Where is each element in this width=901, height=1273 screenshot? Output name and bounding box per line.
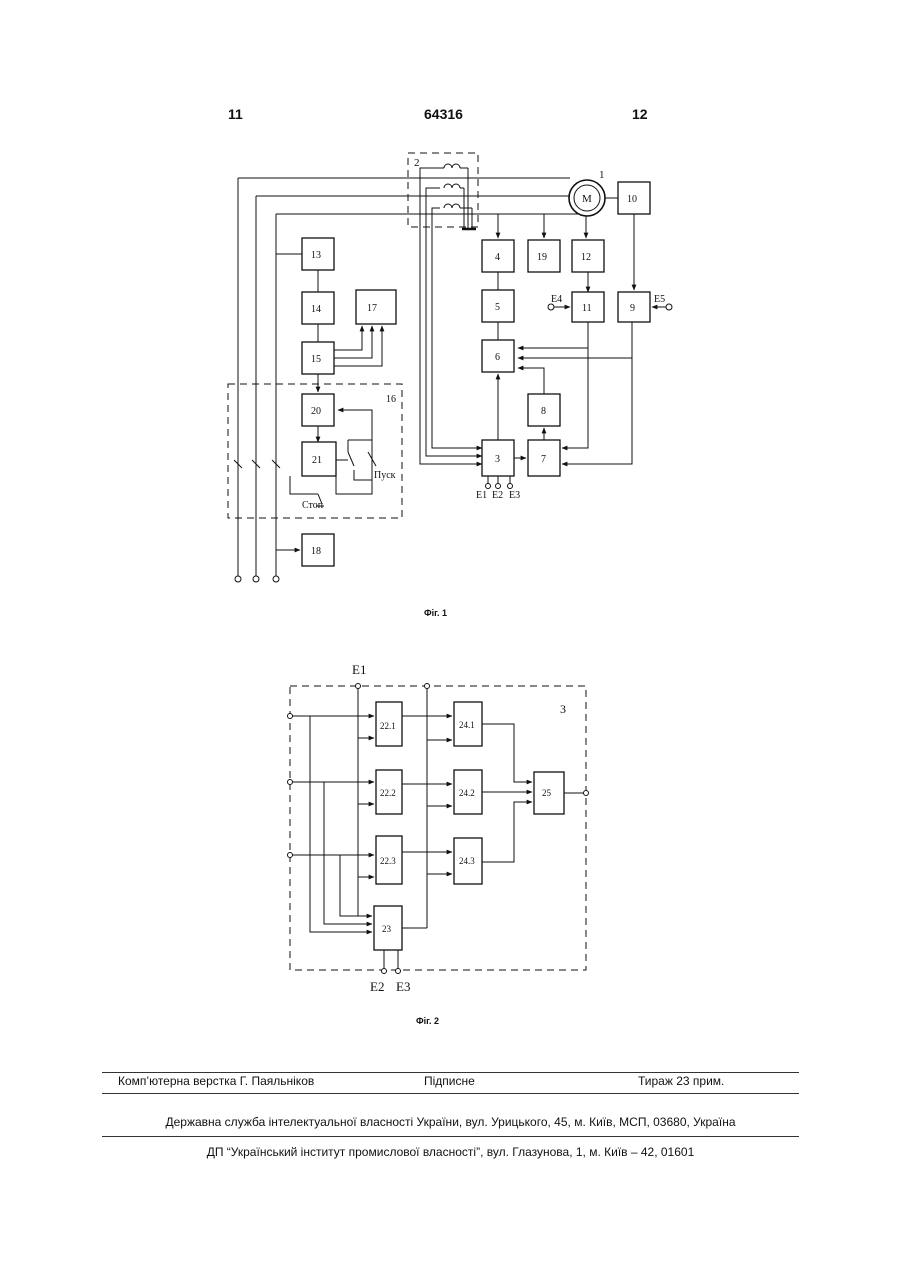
block-1-label: 1 — [599, 169, 605, 181]
block-18-label: 18 — [311, 546, 321, 557]
fig2-input-e2-label: E2 — [370, 979, 384, 994]
input-e3-label: E3 — [509, 490, 520, 501]
block-23-label: 23 — [382, 924, 392, 934]
block-10-label: 10 — [627, 194, 637, 205]
block-8-label: 8 — [541, 406, 546, 417]
fig2-input-e1-label: E1 — [352, 662, 366, 677]
input-e2-label: E2 — [492, 490, 503, 501]
block-6-label: 6 — [495, 352, 500, 363]
block-21-label: 21 — [312, 455, 322, 466]
block-3-group-label: 3 — [560, 702, 566, 716]
start-button-label: Пуск — [374, 470, 396, 481]
institute-address: ДП “Український інститут промислової вла… — [0, 1145, 901, 1159]
footer-rule-top — [102, 1072, 799, 1073]
block-12-label: 12 — [581, 252, 591, 263]
block-4-label: 4 — [495, 252, 500, 263]
block-15-label: 15 — [311, 354, 321, 365]
block-5-label: 5 — [495, 302, 500, 313]
block-24-2-label: 24.2 — [459, 788, 475, 798]
block-3-label: 3 — [495, 454, 500, 465]
input-e5-label: E5 — [654, 294, 665, 305]
block-7-label: 7 — [541, 454, 546, 465]
footer-rule-middle — [102, 1093, 799, 1094]
input-e1-label: E1 — [476, 490, 487, 501]
block-16-label: 16 — [386, 394, 396, 405]
input-e4-label: E4 — [551, 294, 562, 305]
figure-1: 2 — [228, 153, 672, 618]
block-9-label: 9 — [630, 303, 635, 314]
block-24-1-label: 24.1 — [459, 720, 475, 730]
fig2-input-e3-label: E3 — [396, 979, 410, 994]
block-19-label: 19 — [537, 252, 547, 263]
stop-button-label: Стоп — [302, 500, 324, 511]
footer-rule-bottom — [102, 1136, 799, 1137]
office-address: Державна служба інтелектуальної власност… — [0, 1115, 901, 1129]
print-run: Тираж 23 прим. — [638, 1074, 724, 1088]
figure-2: 3 E1 22.1 22.2 22.3 23 — [288, 662, 589, 1026]
figure-2-caption: Фіг. 2 — [416, 1016, 439, 1026]
block-20-label: 20 — [311, 406, 321, 417]
power-lines — [234, 178, 578, 582]
block-3-boundary — [290, 686, 586, 970]
block-22-3-label: 22.3 — [380, 856, 396, 866]
block-22-1-label: 22.1 — [380, 721, 396, 731]
figure-1-caption: Фіг. 1 — [424, 608, 447, 618]
block-2-label: 2 — [414, 157, 420, 169]
block-13-label: 13 — [311, 250, 321, 261]
layout-credit: Комп’ютерна верстка Г. Паяльніков — [118, 1074, 314, 1088]
block-17-label: 17 — [367, 303, 377, 314]
signed-note: Підписне — [424, 1074, 475, 1088]
motor-label: M — [582, 193, 592, 205]
block-14-label: 14 — [311, 304, 321, 315]
block-25-label: 25 — [542, 788, 552, 798]
block-24-3-label: 24.3 — [459, 856, 475, 866]
block-11-label: 11 — [582, 303, 592, 314]
block-22-2-label: 22.2 — [380, 788, 396, 798]
